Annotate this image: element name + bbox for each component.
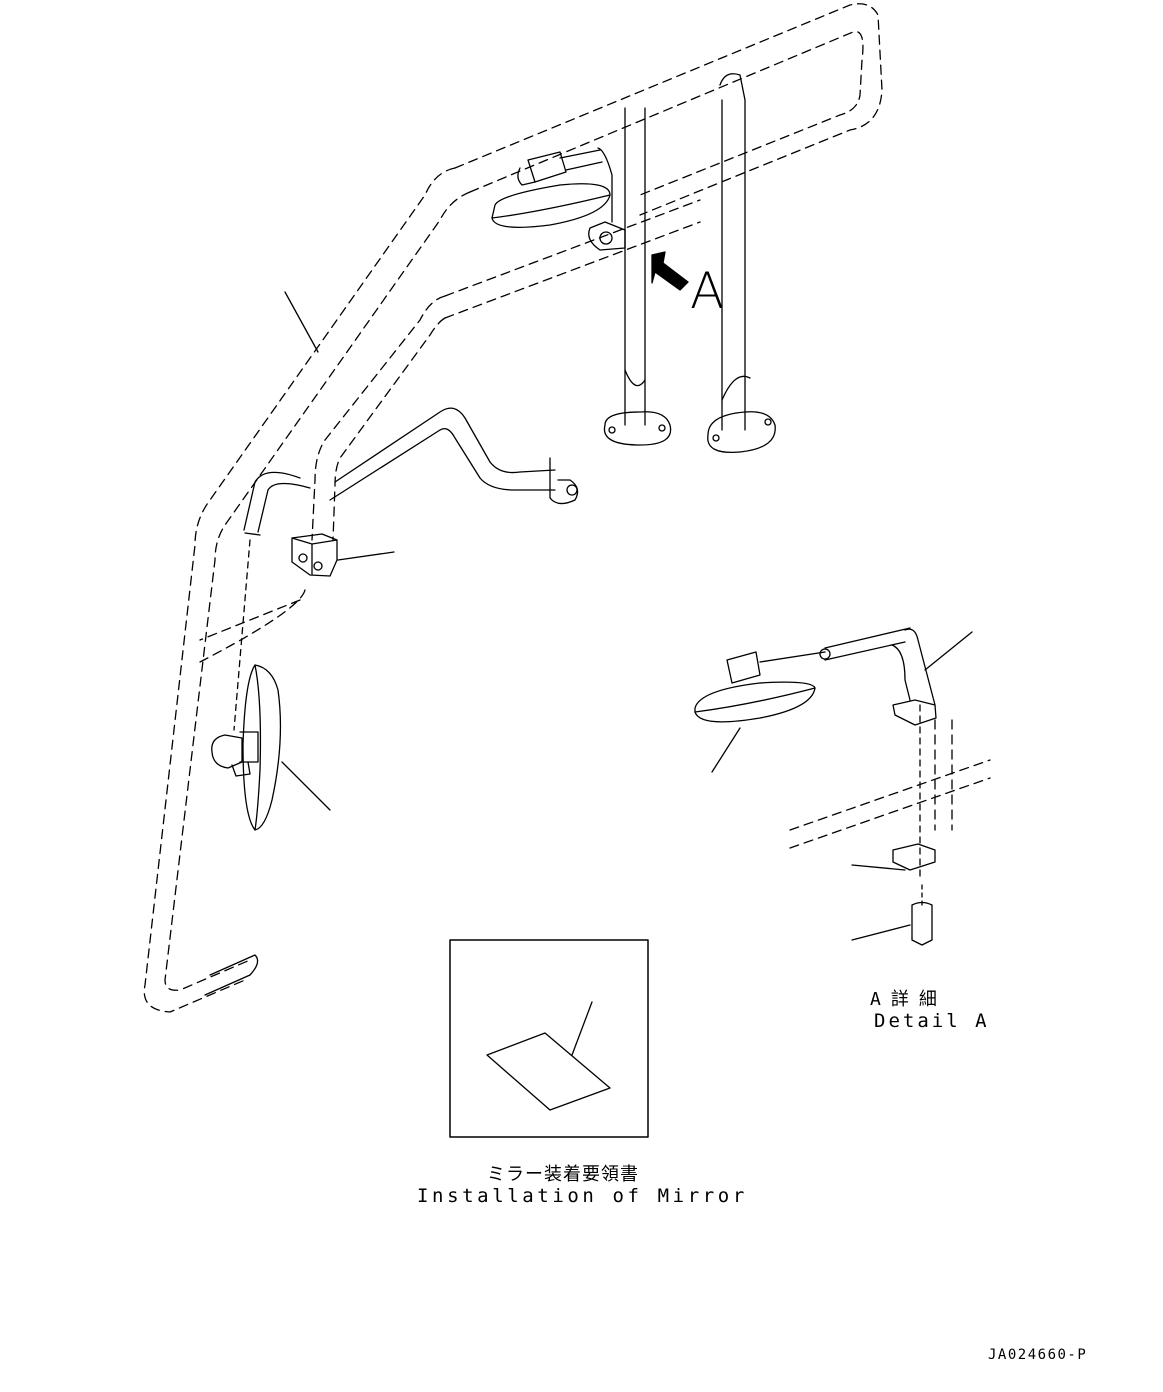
leader-lines [281, 291, 973, 1056]
left-mirror-stay [233, 471, 311, 731]
installation-title-jp: ミラー装着要領書 [487, 1164, 639, 1185]
left-mirror-clamp [291, 533, 338, 577]
left-mirror [211, 664, 282, 831]
detail-a-title-jp: A詳細 [870, 989, 947, 1010]
installation-booklet-frame [449, 939, 649, 1138]
drawing-code: JA024660-P [988, 1347, 1088, 1363]
rops-upper-rail [143, 3, 883, 1013]
detail-a-assembly [694, 627, 991, 946]
rops-lower-rail [199, 199, 701, 663]
grab-bar [329, 407, 579, 505]
upper-mirror [491, 147, 626, 251]
rear-post-right [707, 73, 776, 454]
view-a-arrow-icon [651, 251, 689, 291]
detail-a-title-en: Detail A [874, 1010, 990, 1032]
installation-title-en: Installation of Mirror [417, 1185, 748, 1207]
view-a-callout: A [690, 262, 725, 320]
rear-post-left [603, 107, 672, 446]
